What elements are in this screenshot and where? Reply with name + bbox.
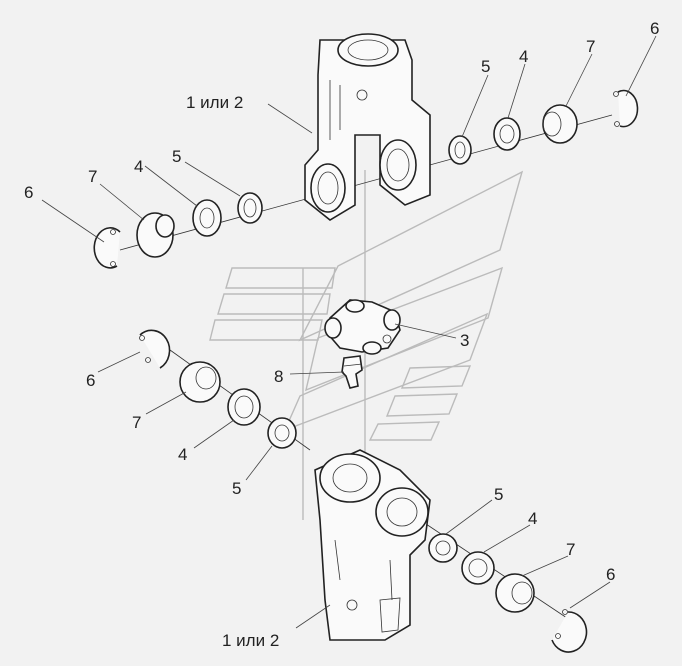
part-group-upper-right [448, 89, 639, 165]
label-washer-lr: 5 [494, 485, 503, 504]
part-group-upper-left [93, 192, 263, 269]
yoke-bottom [314, 449, 431, 641]
label-bearing-ll: 7 [132, 413, 141, 432]
label-seal-ul: 4 [134, 157, 143, 176]
label-ring-ur: 6 [650, 19, 659, 38]
label-ring-lr: 6 [606, 565, 615, 584]
label-ring-ul: 6 [24, 183, 33, 202]
part-group-lower-left [139, 329, 297, 449]
label-seal-lr: 4 [528, 509, 537, 528]
label-yoke-bottom: 1 или 2 [222, 631, 279, 650]
label-seal-ur: 4 [519, 47, 528, 66]
label-washer-ll: 5 [232, 479, 241, 498]
label-cross: 3 [460, 331, 469, 350]
label-grease-fitting: 8 [274, 367, 283, 386]
label-bearing-lr: 7 [566, 540, 575, 559]
label-bearing-ul: 7 [88, 167, 97, 186]
part-group-lower-right [428, 533, 588, 653]
yoke-top [304, 33, 431, 221]
label-yoke-top: 1 или 2 [186, 93, 243, 112]
watermark-emblem [209, 170, 524, 520]
grease-fitting [341, 355, 363, 389]
callout-labels: 1 или 2 6 7 4 5 5 4 7 6 3 8 6 7 4 5 1 ил… [24, 19, 659, 650]
label-ring-ll: 6 [86, 371, 95, 390]
leader-lines [41, 35, 657, 629]
label-washer-ul: 5 [172, 147, 181, 166]
cross-spider [324, 299, 401, 355]
label-seal-ll: 4 [178, 445, 187, 464]
label-washer-ur: 5 [481, 57, 490, 76]
label-bearing-ur: 7 [586, 37, 595, 56]
